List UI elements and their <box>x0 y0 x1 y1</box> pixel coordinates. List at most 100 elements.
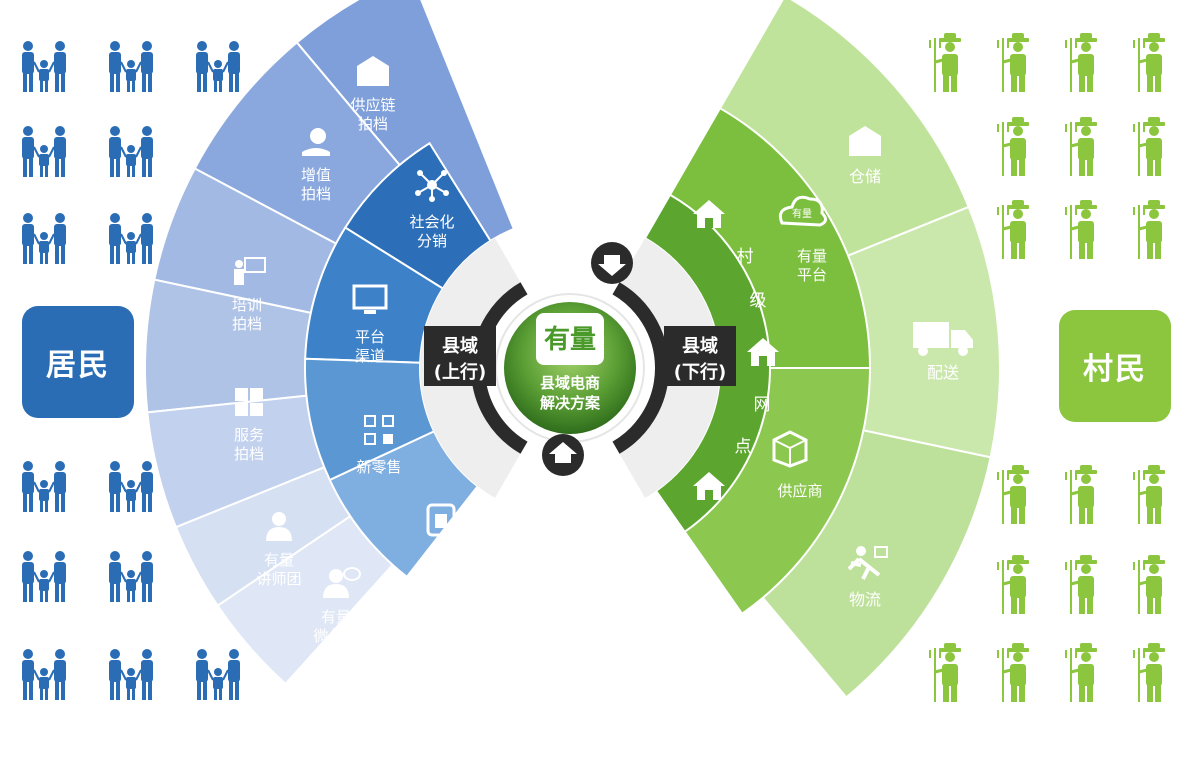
center-title-line1: 县域电商 <box>540 374 600 392</box>
farmer-icon <box>1133 555 1165 614</box>
logo-text: 有量 <box>544 325 596 355</box>
house-icon <box>693 200 725 228</box>
money-hand-icon <box>302 128 330 156</box>
right-mid-label: 供应商 <box>777 482 822 500</box>
left-outer-label: 拍档 <box>301 185 331 203</box>
village-network-char: 级 <box>750 291 767 311</box>
runner-icon <box>847 546 888 580</box>
farmer-icon <box>1133 117 1165 176</box>
right-mid-label: 有量 <box>797 247 827 265</box>
farmer-icon <box>1065 117 1097 176</box>
family-icon <box>22 126 66 177</box>
left-inner-label: 平台 <box>355 328 385 346</box>
farmer-icon <box>1065 555 1097 614</box>
left-inner-label: 社会化 <box>409 213 454 231</box>
left-outer-label: 服务 <box>234 426 264 444</box>
left-outer-label: 拍档 <box>234 445 264 463</box>
farmer-icon <box>997 465 1029 524</box>
farmer-icon <box>997 555 1029 614</box>
center-title-line2: 解决方案 <box>540 394 601 412</box>
farmer-icon <box>1133 643 1165 702</box>
qr-code-icon <box>364 415 394 445</box>
farmer-icon <box>929 643 961 702</box>
cloud-label: 有量 <box>792 207 812 220</box>
family-icon <box>22 551 66 602</box>
farmer-icon <box>1065 200 1097 259</box>
left-inner-label: 城市 <box>426 548 456 566</box>
family-icon <box>109 649 153 700</box>
family-icon <box>109 551 153 602</box>
left-outer-label: 增值 <box>301 166 331 184</box>
left-outer-label: 有量 <box>382 656 412 674</box>
farmer-icon <box>997 33 1029 92</box>
farmer-icon <box>997 117 1029 176</box>
right-outer-label: 配送 <box>927 363 959 382</box>
villager-label: 村民 <box>1059 310 1171 422</box>
upstream-line1: 县域 <box>442 335 478 357</box>
upstream-line2: (上行) <box>434 361 486 383</box>
left-outer-label: 微创客 <box>374 675 419 693</box>
farmer-icon <box>1065 643 1097 702</box>
person-speech-icon <box>323 567 361 598</box>
family-icon <box>109 461 153 512</box>
family-icon <box>22 41 66 92</box>
family-icon <box>22 461 66 512</box>
left-inner-label: 服务商 <box>418 567 463 585</box>
downstream-line2: (下行) <box>674 361 726 383</box>
resident-label: 居民 <box>22 306 134 418</box>
person-icon <box>384 617 410 646</box>
left-inner-label: 分销 <box>417 232 447 250</box>
left-inner-label: 新零售 <box>356 458 401 476</box>
warehouse-icon <box>849 126 881 156</box>
family-icon <box>22 649 66 700</box>
right-outer-label: 物流 <box>849 590 881 609</box>
left-outer-label: 有量 <box>264 551 294 569</box>
monitor-cart-icon <box>352 284 388 314</box>
truck-icon <box>913 322 973 356</box>
village-network-char: 村 <box>737 247 754 267</box>
left-outer-label: 拍档 <box>232 315 262 333</box>
family-icon <box>109 41 153 92</box>
person-tie-icon <box>266 512 292 541</box>
teacher-icon <box>234 257 266 285</box>
farmer-icon <box>1133 33 1165 92</box>
left-outer-label: 供应链 <box>350 96 395 114</box>
family-icon <box>109 213 153 264</box>
right-outer-label: 仓储 <box>849 167 881 186</box>
logo-box <box>536 313 604 365</box>
left-outer-label: 培训 <box>232 296 262 314</box>
left-outer-label: 讲师团 <box>256 570 301 588</box>
downstream-box <box>664 326 736 386</box>
family-icon <box>109 126 153 177</box>
downstream-arc <box>612 282 669 454</box>
left-outer-label: 有量 <box>321 608 351 626</box>
building-icon <box>426 503 456 537</box>
upstream-box <box>424 326 496 386</box>
family-icon <box>196 41 240 92</box>
left-inner-label: 渠道 <box>355 347 385 365</box>
downstream-line1: 县域 <box>682 335 718 357</box>
resident-family-icons <box>22 41 240 700</box>
right-mid-label: 平台 <box>797 266 827 284</box>
village-network-char: 网 <box>754 395 771 415</box>
family-icon <box>22 213 66 264</box>
farmer-icon <box>929 33 961 92</box>
upstream-partner-fan <box>144 0 523 686</box>
house-icon <box>693 472 725 500</box>
village-network-char: 点 <box>735 437 752 457</box>
farmer-icon <box>1133 465 1165 524</box>
farmer-icon <box>997 200 1029 259</box>
farmer-icon <box>1065 465 1097 524</box>
family-icon <box>196 649 240 700</box>
puzzle-icon <box>235 388 263 416</box>
downstream-service-fan <box>617 0 1001 699</box>
farmer-icon <box>997 643 1029 702</box>
network-icon <box>415 170 449 202</box>
segment-labels: 供应链拍档增值拍档培训拍档服务拍档有量讲师团有量微总裁有量微创客社会化分销平台渠… <box>232 56 973 693</box>
farmer-icon <box>1065 33 1097 92</box>
cloud-icon <box>778 195 827 227</box>
warehouse-icon <box>357 56 389 86</box>
left-outer-label: 微总裁 <box>313 627 358 645</box>
